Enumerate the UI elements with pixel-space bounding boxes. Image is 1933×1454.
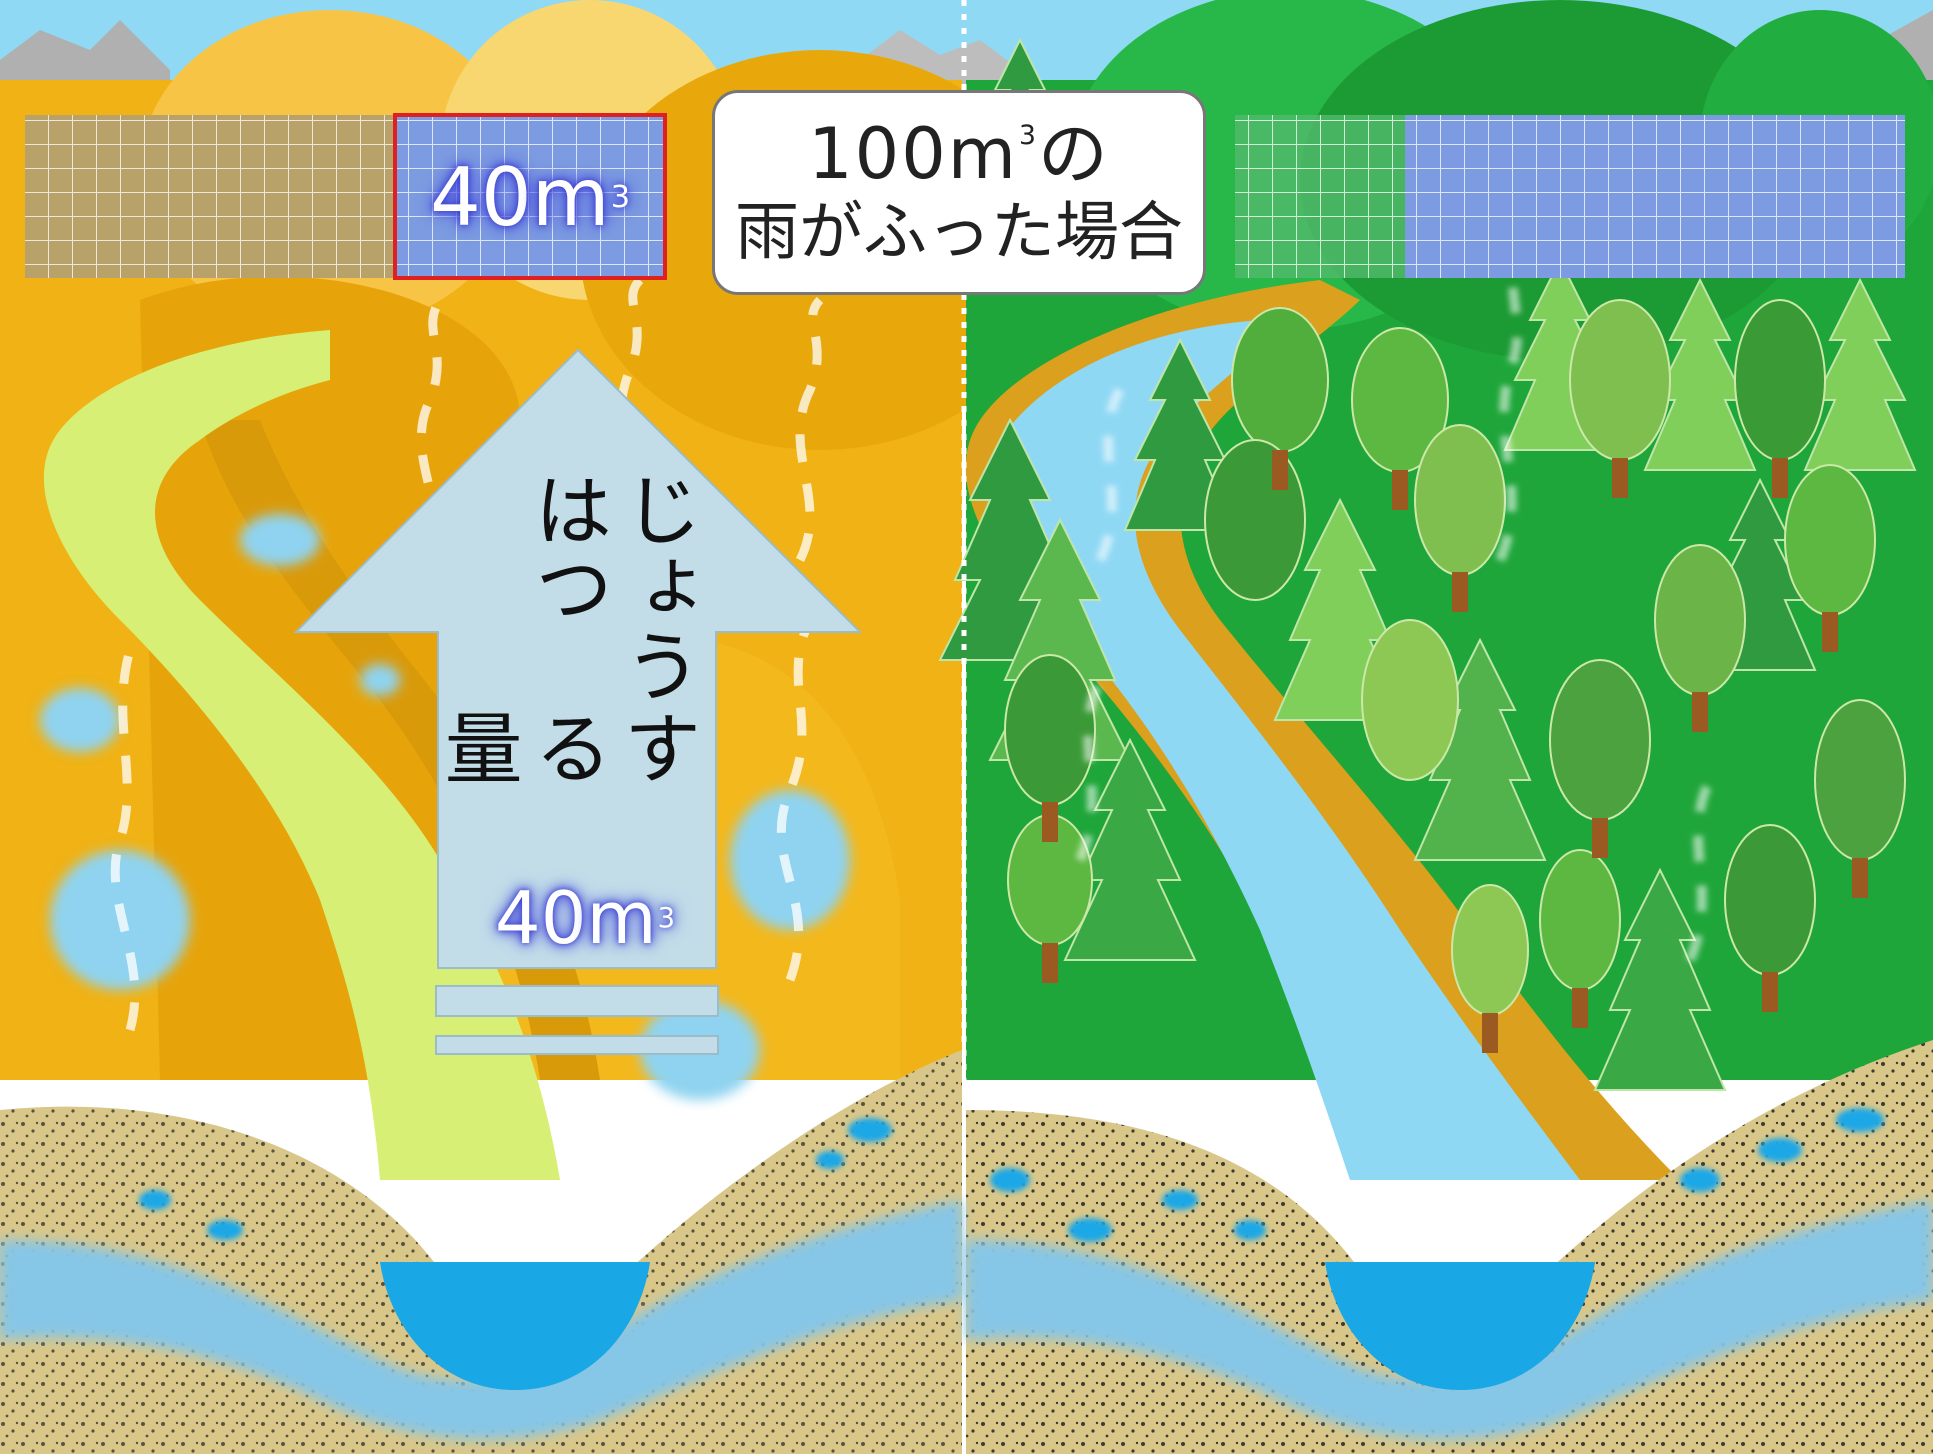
round-tree bbox=[1004, 654, 1096, 806]
right-volume-grid bbox=[1235, 115, 1905, 278]
puddle bbox=[240, 514, 320, 566]
round-tree bbox=[1414, 424, 1506, 576]
water-spot bbox=[1068, 1218, 1112, 1242]
grid-green-overlay bbox=[1235, 115, 1405, 278]
grid-value-exponent: 3 bbox=[610, 179, 631, 215]
evergreen-tree bbox=[1063, 737, 1197, 961]
tree-trunk bbox=[1612, 458, 1628, 498]
title-unit-exponent: 3 bbox=[1018, 119, 1038, 151]
title-number: 100 bbox=[808, 113, 948, 196]
round-tree bbox=[1654, 544, 1746, 696]
evergreen-tree bbox=[1803, 277, 1917, 471]
grid-blue-overlay bbox=[395, 115, 665, 278]
steam-line bbox=[110, 648, 140, 1032]
evaporation-value-unit: m bbox=[586, 876, 657, 960]
right-scene bbox=[938, 0, 1933, 1180]
round-tree bbox=[1451, 884, 1529, 1016]
tree-trunk bbox=[1042, 802, 1058, 842]
evaporation-value-number: 40 bbox=[494, 876, 587, 960]
water-spot bbox=[990, 1168, 1030, 1192]
tree-trunk bbox=[1482, 1013, 1498, 1053]
water-spot bbox=[1162, 1190, 1198, 1210]
pond-right bbox=[1325, 1262, 1595, 1390]
evaporation-label: じょうはつ する量 bbox=[431, 470, 701, 850]
title-suffix: の bbox=[1037, 113, 1110, 196]
mist-line bbox=[1075, 677, 1105, 862]
round-tree bbox=[1361, 619, 1459, 781]
grid-value-unit: m bbox=[531, 150, 610, 244]
arrow-base-bar-2 bbox=[435, 1035, 719, 1055]
tree-trunk bbox=[1392, 470, 1408, 510]
water-spot bbox=[207, 1220, 243, 1240]
puddle bbox=[730, 790, 850, 930]
round-tree bbox=[1549, 659, 1651, 821]
tree-trunk bbox=[1042, 943, 1058, 983]
round-tree bbox=[1734, 299, 1826, 461]
tree-trunk bbox=[1692, 692, 1708, 732]
tree-trunk bbox=[1592, 818, 1608, 858]
round-tree bbox=[1724, 824, 1816, 976]
water-spot bbox=[1758, 1138, 1802, 1162]
underground bbox=[0, 1040, 1933, 1454]
tree-trunk bbox=[1572, 988, 1588, 1028]
tree-trunk bbox=[1772, 458, 1788, 498]
puddle bbox=[40, 688, 120, 752]
mist-line bbox=[1685, 777, 1715, 962]
steam-line bbox=[795, 296, 824, 563]
underground-water-left bbox=[0, 1200, 962, 1440]
right-river bbox=[989, 320, 1580, 1180]
title-line-1: 100m3の bbox=[808, 117, 1110, 192]
round-tree bbox=[1231, 307, 1329, 453]
title-unit: m bbox=[947, 113, 1018, 196]
pond-left bbox=[380, 1262, 650, 1390]
evaporation-arrow-shape bbox=[293, 348, 863, 969]
grid-brown-overlay bbox=[25, 115, 395, 278]
underground-water-right bbox=[966, 1200, 1933, 1440]
round-tree bbox=[1539, 849, 1621, 991]
water-spot bbox=[1836, 1108, 1884, 1132]
water-spot bbox=[848, 1118, 892, 1142]
evaporation-label-col-1: じょうはつ bbox=[521, 470, 701, 704]
water-spot bbox=[1680, 1168, 1720, 1192]
tree-trunk bbox=[1452, 572, 1468, 612]
evergreen-tree bbox=[1123, 337, 1237, 531]
mist-line bbox=[1495, 247, 1525, 562]
water-spot bbox=[816, 1151, 844, 1169]
tree-trunk bbox=[1272, 450, 1288, 490]
arrow-base-bar-1 bbox=[435, 985, 719, 1017]
evaporation-label-col-2: する量 bbox=[431, 707, 701, 786]
ground-water-spots bbox=[139, 1108, 1884, 1242]
grid-blue-overlay bbox=[1405, 115, 1905, 278]
round-tree bbox=[1814, 699, 1906, 861]
right-mist bbox=[1075, 247, 1715, 962]
scenario-title-box: 100m3の 雨がふった場合 bbox=[712, 90, 1206, 295]
evergreen-tree bbox=[1643, 277, 1757, 471]
round-tree bbox=[1204, 439, 1306, 601]
evergreen-tree bbox=[1593, 867, 1727, 1091]
left-volume-grid bbox=[25, 113, 667, 280]
steam-line bbox=[776, 617, 815, 982]
left-dried-river bbox=[43, 330, 561, 1180]
title-line-2: 雨がふった場合 bbox=[735, 195, 1183, 270]
water-spot bbox=[139, 1190, 171, 1210]
evaporation-value-exponent: 3 bbox=[657, 902, 676, 934]
evaporation-arrow bbox=[293, 348, 863, 1055]
round-tree bbox=[1569, 299, 1671, 461]
round-tree bbox=[1784, 464, 1876, 616]
tree-trunk bbox=[1762, 972, 1778, 1012]
mist-line bbox=[1095, 387, 1125, 563]
tree-trunk bbox=[1852, 858, 1868, 898]
grid-value-number: 40 bbox=[429, 150, 532, 244]
tree-trunk bbox=[1822, 612, 1838, 652]
puddle bbox=[360, 664, 400, 696]
grid-highlight-border bbox=[393, 113, 667, 280]
right-tree-trunks bbox=[1042, 450, 1868, 1053]
water-spot bbox=[1234, 1220, 1266, 1240]
